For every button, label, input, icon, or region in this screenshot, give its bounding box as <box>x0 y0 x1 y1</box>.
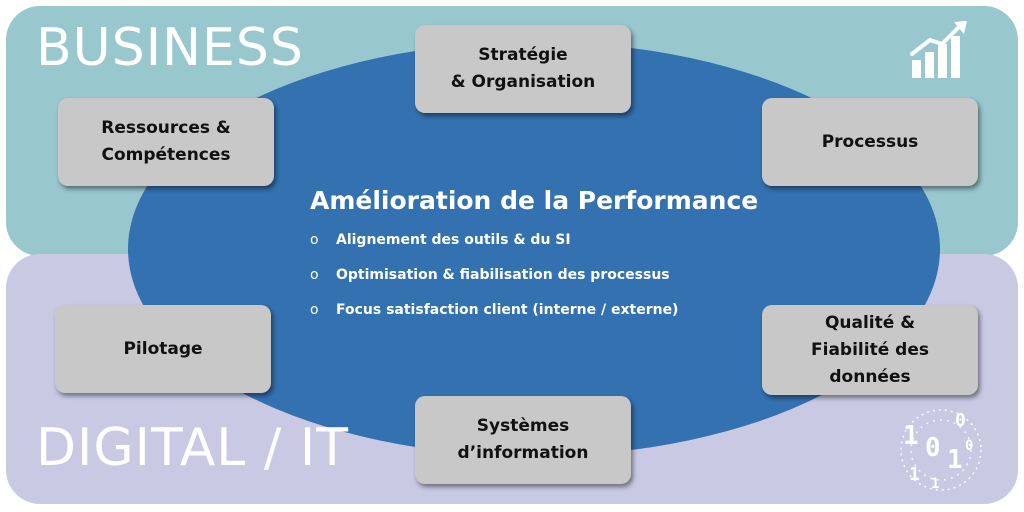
bar-chart-growth-icon <box>910 21 967 78</box>
box-systemes-information: Systèmes d’information <box>415 396 631 484</box>
bullet-item: o Alignement des outils & du SI <box>310 232 678 267</box>
binary-digit: 0 <box>925 433 941 463</box>
box-ressources-competences: Ressources & Compétences <box>58 98 274 186</box>
bullet-text: Optimisation & fiabilisation des process… <box>336 267 670 283</box>
bullet-marker: o <box>310 232 319 248</box>
bullet-marker: o <box>310 302 319 318</box>
binary-digit: 1 <box>903 421 919 451</box>
digital-label: DIGITAL / IT <box>36 418 349 478</box>
bullet-marker: o <box>310 267 319 283</box>
bullet-item: o Focus satisfaction client (interne / e… <box>310 302 678 337</box>
binary-digit: 1 <box>947 445 963 475</box>
binary-digit: 0 <box>955 410 966 431</box>
center-title: Amélioration de la Performance <box>310 186 759 215</box>
binary-digit: 1 <box>909 464 920 485</box>
box-qualite-fiabilite: Qualité & Fiabilité des données <box>762 305 978 395</box>
business-label: BUSINESS <box>36 18 304 78</box>
box-pilotage: Pilotage <box>55 305 271 393</box>
binary-code-icon: 1 0 1 0 1 0 1 <box>900 409 982 492</box>
bullet-text: Focus satisfaction client (interne / ext… <box>336 302 679 318</box>
bullet-text: Alignement des outils & du SI <box>336 232 571 248</box>
binary-digit: 1 <box>931 476 939 492</box>
center-bullet-list: o Alignement des outils & du SI o Optimi… <box>310 232 678 337</box>
box-processus: Processus <box>762 98 978 186</box>
bullet-item: o Optimisation & fiabilisation des proce… <box>310 267 678 302</box>
box-strategie-organisation: Stratégie & Organisation <box>415 25 631 113</box>
binary-digit: 0 <box>965 438 973 454</box>
